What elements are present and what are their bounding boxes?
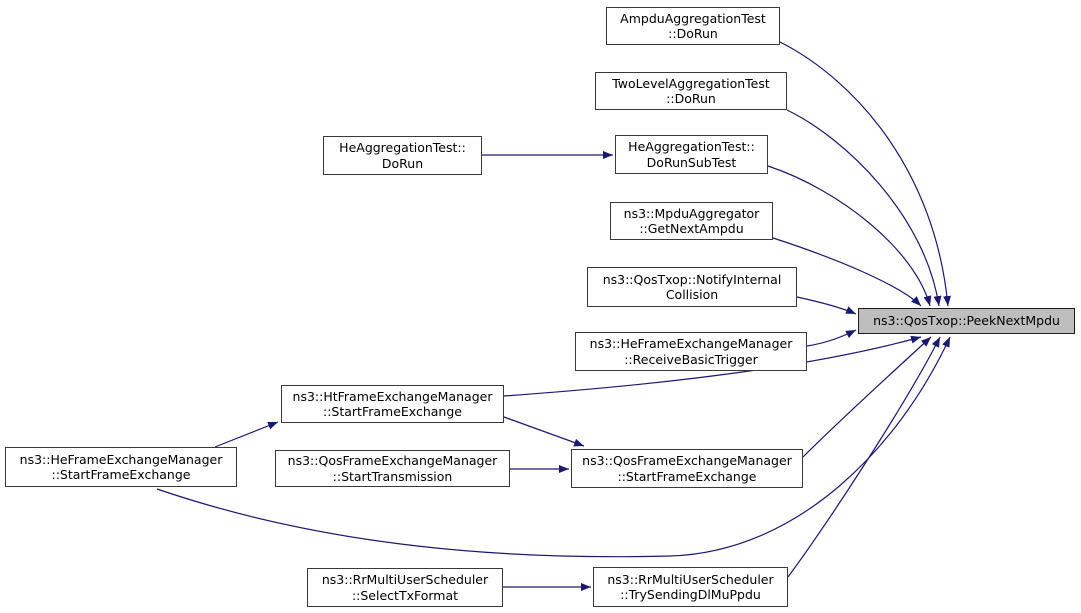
node-ampduaggregationtest-dorun[interactable]: AmpduAggregationTest ::DoRun xyxy=(606,7,780,45)
node-label: HeAggregationTest:: xyxy=(339,140,466,156)
node-label: ns3::QosTxop::NotifyInternal xyxy=(602,271,782,287)
node-label: DoRunSubTest xyxy=(646,154,737,170)
node-qosfem-startframeexchange[interactable]: ns3::QosFrameExchangeManager ::StartFram… xyxy=(571,449,803,488)
node-htfem-startframeexchange[interactable]: ns3::HtFrameExchangeManager ::StartFrame… xyxy=(281,385,504,423)
node-label: ns3::QosFrameExchangeManager xyxy=(582,453,792,469)
node-label: ns3::HtFrameExchangeManager xyxy=(292,388,493,404)
node-qosfem-starttransmission[interactable]: ns3::QosFrameExchangeManager ::StartTran… xyxy=(275,450,510,487)
node-hefem-receivebasictrigger[interactable]: ns3::HeFrameExchangeManager ::ReceiveBas… xyxy=(575,332,807,371)
node-label: ns3::RrMultiUserScheduler xyxy=(607,571,774,587)
node-twolevelaggregationtest-dorun[interactable]: TwoLevelAggregationTest ::DoRun xyxy=(595,72,787,110)
edge-hefem-sfe-to-peeknextmpdu xyxy=(156,336,951,558)
node-label: ::SelectTxFormat xyxy=(351,587,459,603)
edge-twolevel-dorun-to-peeknextmpdu xyxy=(786,109,942,307)
node-label: ns3::RrMultiUserScheduler xyxy=(321,572,489,588)
node-hefem-startframeexchange[interactable]: ns3::HeFrameExchangeManager ::StartFrame… xyxy=(5,447,237,487)
node-label: TwoLevelAggregationTest xyxy=(612,75,770,91)
node-qostxop-notifyinternalcollision[interactable]: ns3::QosTxop::NotifyInternal Collision xyxy=(587,267,797,307)
node-label: ns3::HeFrameExchangeManager xyxy=(19,451,223,467)
node-rrmultiuserscheduler-selecttxformat[interactable]: ns3::RrMultiUserScheduler ::SelectTxForm… xyxy=(307,568,503,607)
node-label: ::DoRun xyxy=(668,26,718,41)
edge-htfem-sfe-to-qosfem-sfe xyxy=(503,416,585,447)
edge-getnextampdu-to-peeknextmpdu xyxy=(772,237,922,307)
node-label: ::DoRun xyxy=(666,91,716,106)
edge-dorunsubtest-to-peeknextmpdu xyxy=(767,165,932,307)
node-label: ns3::MpduAggregator xyxy=(623,205,760,221)
node-label: Collision xyxy=(665,287,719,302)
node-heaggregationtest-dorunsubtest[interactable]: HeAggregationTest:: DoRunSubTest xyxy=(615,135,768,174)
node-label: ::StartFrameExchange xyxy=(617,468,757,484)
node-label: ::TrySendingDlMuPpdu xyxy=(620,587,761,602)
node-label: ::ReceiveBasicTrigger xyxy=(624,351,758,367)
node-label: DoRun xyxy=(381,155,424,171)
edge-hefem-sfe-to-htfem-sfe xyxy=(214,421,279,448)
node-label: ::GetNextAmpdu xyxy=(639,221,744,236)
node-label: ::StartTransmission xyxy=(332,468,453,484)
node-heaggregationtest-dorun[interactable]: HeAggregationTest:: DoRun xyxy=(323,136,482,175)
node-rrmultiuserscheduler-trysendingdlmuppdu[interactable]: ns3::RrMultiUserScheduler ::TrySendingDl… xyxy=(593,567,788,607)
edge-qosfem-sfe-to-peeknextmpdu xyxy=(802,336,932,458)
node-label: ns3::QosTxop::PeekNextMpdu xyxy=(873,313,1060,329)
node-label: ::StartFrameExchange xyxy=(51,467,191,482)
node-qostxop-peeknextmpdu-central: ns3::QosTxop::PeekNextMpdu xyxy=(858,308,1075,334)
edge-receivebasictrigger-to-peeknextmpdu xyxy=(806,329,857,347)
node-label: ::StartFrameExchange xyxy=(323,404,462,419)
node-label: ns3::HeFrameExchangeManager xyxy=(589,336,793,352)
node-label: HeAggregationTest:: xyxy=(628,139,755,155)
edge-trysendingdlmuppdu-to-peeknextmpdu xyxy=(787,336,941,578)
edge-notifyinternalcollision-to-peeknextmpdu xyxy=(796,296,857,315)
edge-ampdu-dorun-to-peeknextmpdu xyxy=(779,41,952,307)
node-label: ns3::QosFrameExchangeManager xyxy=(287,453,498,469)
node-mpduaggregator-getnextampdu[interactable]: ns3::MpduAggregator ::GetNextAmpdu xyxy=(610,202,773,240)
node-label: AmpduAggregationTest xyxy=(620,10,766,26)
